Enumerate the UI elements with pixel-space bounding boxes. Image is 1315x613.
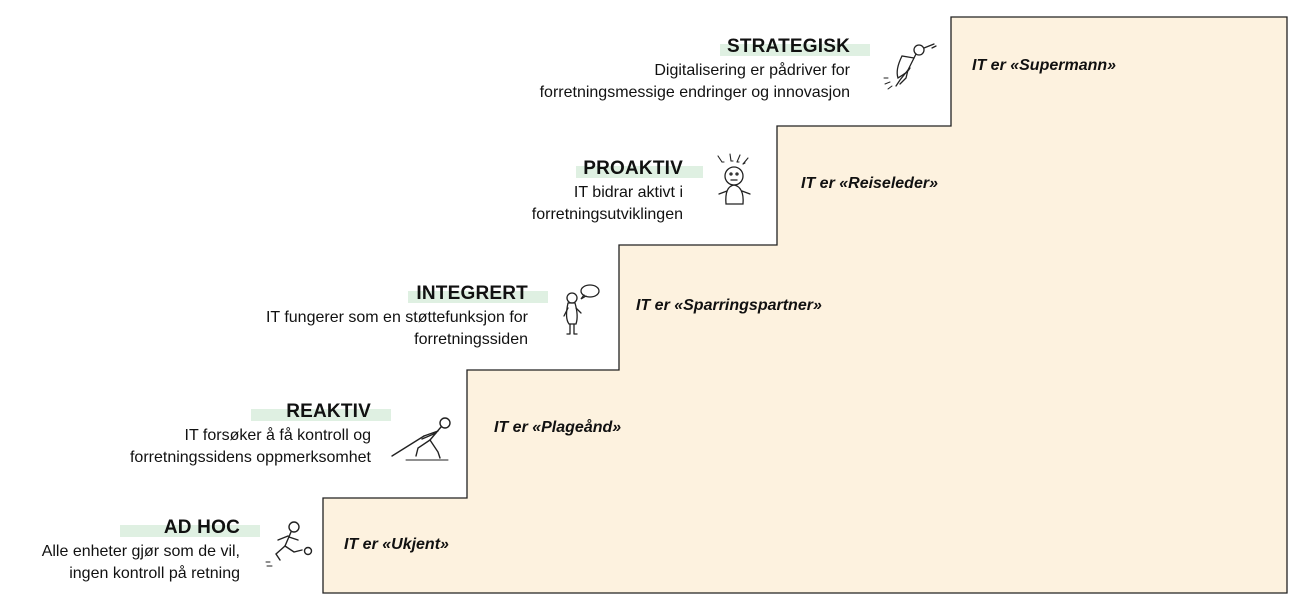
step-label-supermann: IT er «Supermann» [972, 57, 1117, 74]
kicking-figure-icon [265, 521, 313, 567]
staircase-shape [322, 16, 1288, 594]
level-strategisk: STRATEGISK Digitalisering er pådriver fo… [539, 36, 870, 104]
step-label-reiseleder: IT er «Reiseleder» [801, 175, 938, 192]
level-title: REAKTIV [286, 401, 371, 422]
level-ad-hoc: AD HOC Alle enheter gjør som de vil,inge… [41, 517, 260, 585]
flying-superman-icon [883, 43, 937, 90]
level-integrert: INTEGRERT IT fungerer som en støttefunks… [265, 283, 548, 351]
step-label-plageand: IT er «Plageånd» [494, 419, 622, 436]
level-title: AD HOC [163, 517, 240, 538]
level-title: INTEGRERT [416, 283, 528, 304]
level-title: STRATEGISK [726, 36, 850, 57]
thinking-figure-icon [717, 153, 751, 205]
step-label-ukjent: IT er «Ukjent» [344, 536, 449, 553]
level-title: PROAKTIV [583, 158, 683, 179]
step-label-sparringspartner: IT er «Sparringspartner» [636, 297, 822, 314]
talking-figure-icon [563, 284, 600, 335]
level-description: Alle enheter gjør som de vil,ingen kontr… [41, 543, 240, 582]
pulling-figure-icon [391, 417, 451, 461]
